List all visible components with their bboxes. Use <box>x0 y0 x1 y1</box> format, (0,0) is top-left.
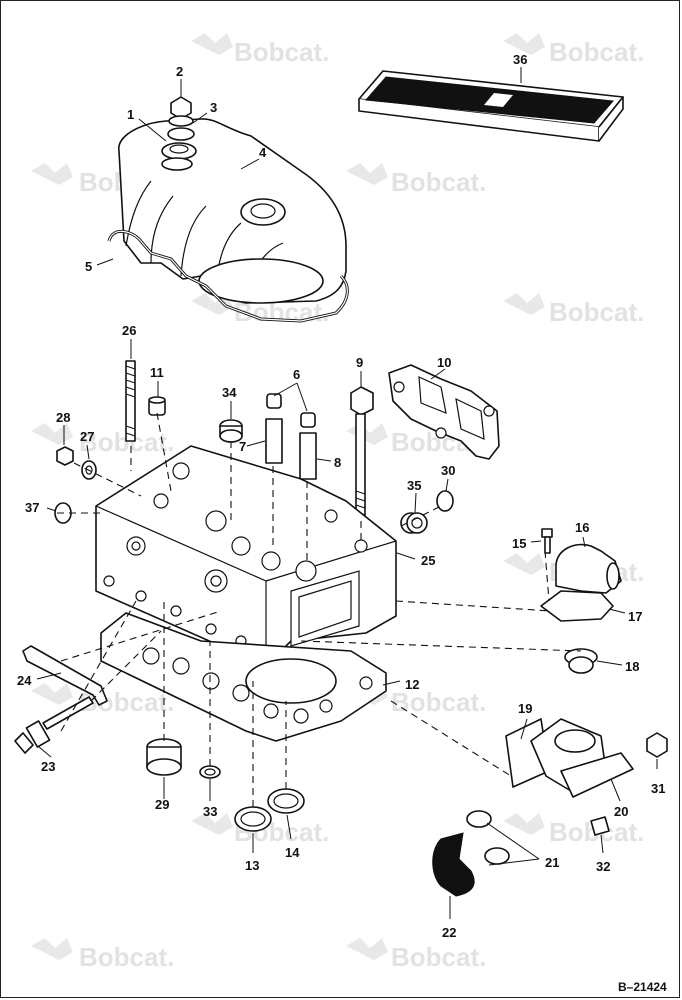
drawing-reference: B–21424 <box>618 980 667 994</box>
callout-33: 33 <box>203 804 217 819</box>
callout-20: 20 <box>614 804 628 819</box>
callout-10: 10 <box>437 355 451 370</box>
svg-text:Bobcat.: Bobcat. <box>549 297 644 327</box>
part-12-head-gasket <box>100 612 387 742</box>
callout-28: 28 <box>56 410 70 425</box>
callout-labels: 1 2 3 4 5 6 7 8 9 10 11 12 13 14 15 16 1… <box>17 52 665 940</box>
svg-text:Bobcat.: Bobcat. <box>234 37 329 67</box>
part-34-seat <box>219 419 243 443</box>
callout-31: 31 <box>651 781 665 796</box>
part-33-seal <box>199 765 221 779</box>
part-23-injector <box>14 696 94 754</box>
part-22-hose <box>432 832 475 897</box>
part-8-valve-guide <box>299 432 317 480</box>
callout-8: 8 <box>334 455 341 470</box>
callout-7: 7 <box>239 439 246 454</box>
callout-15: 15 <box>512 536 526 551</box>
part-24-rod <box>22 645 108 706</box>
watermark: Bobcat. <box>346 163 486 197</box>
callout-24: 24 <box>17 673 32 688</box>
part-18-thermostat <box>564 648 598 674</box>
part-3-grommet <box>161 157 193 171</box>
callout-27: 27 <box>80 429 94 444</box>
callout-25: 25 <box>421 553 435 568</box>
part-21-hose-clamp <box>466 810 510 865</box>
callout-34: 34 <box>222 385 237 400</box>
part-32-bolt <box>590 816 610 836</box>
part-14-ring <box>267 788 305 814</box>
part-26-stud <box>125 360 136 442</box>
part-2-cap-nut <box>168 96 194 127</box>
part-16-thermostat-cover <box>555 543 622 594</box>
part-30-seal <box>436 490 454 512</box>
callout-6: 6 <box>293 367 300 382</box>
watermark: Bobcat. <box>191 33 329 67</box>
leader-lines <box>36 67 658 919</box>
watermark: Bobcat. <box>31 938 174 972</box>
callout-18: 18 <box>625 659 639 674</box>
callout-16: 16 <box>575 520 589 535</box>
part-10-manifold-gasket <box>388 364 500 460</box>
callout-22: 22 <box>442 925 456 940</box>
part-1-seal-washer <box>161 127 197 160</box>
callout-21: 21 <box>545 855 559 870</box>
part-31-plug <box>646 732 668 758</box>
watermark: Bobcat. <box>503 293 644 327</box>
callout-37: 37 <box>25 500 39 515</box>
callout-4: 4 <box>259 145 267 160</box>
callout-30: 30 <box>441 463 455 478</box>
watermark: Bobcat. <box>503 33 644 67</box>
part-36-gasket-kit-box <box>358 70 624 142</box>
svg-text:Bobcat.: Bobcat. <box>549 37 644 67</box>
part-6-valve-guide-cap <box>266 393 316 428</box>
watermark: Bobcat. <box>31 423 174 457</box>
callout-2: 2 <box>176 64 183 79</box>
callout-36: 36 <box>513 52 527 67</box>
callout-17: 17 <box>628 609 642 624</box>
callout-26: 26 <box>122 323 136 338</box>
svg-text:Bobcat.: Bobcat. <box>79 942 174 972</box>
callout-1: 1 <box>127 107 134 122</box>
part-15-bolt <box>541 528 553 554</box>
part-13-ring <box>234 806 272 832</box>
part-35-seal <box>400 512 428 534</box>
callout-5: 5 <box>85 259 92 274</box>
part-17-gasket <box>540 590 614 622</box>
callout-3: 3 <box>210 100 217 115</box>
svg-text:Bobcat.: Bobcat. <box>391 942 486 972</box>
part-20-water-outlet <box>530 718 634 798</box>
part-7-valve-guide <box>265 418 283 464</box>
svg-text:Bobcat.: Bobcat. <box>391 687 486 717</box>
callout-19: 19 <box>518 701 532 716</box>
part-9-head-bolt <box>350 386 374 520</box>
part-29-expansion-plug <box>146 738 182 776</box>
callout-14: 14 <box>285 845 300 860</box>
callout-35: 35 <box>407 478 421 493</box>
watermark: Bobcat. <box>346 938 486 972</box>
callout-29: 29 <box>155 797 169 812</box>
alignment-lines <box>57 412 582 807</box>
part-11-valve-seal <box>148 396 166 416</box>
part-5-cover-gasket <box>107 229 349 323</box>
callout-13: 13 <box>245 858 259 873</box>
callout-23: 23 <box>41 759 55 774</box>
part-28-plug <box>56 446 74 466</box>
svg-text:Bobcat.: Bobcat. <box>391 167 486 197</box>
callout-12: 12 <box>405 677 419 692</box>
callout-32: 32 <box>596 859 610 874</box>
part-4-valve-cover <box>118 118 347 304</box>
callout-9: 9 <box>356 355 363 370</box>
callout-11: 11 <box>150 365 164 380</box>
